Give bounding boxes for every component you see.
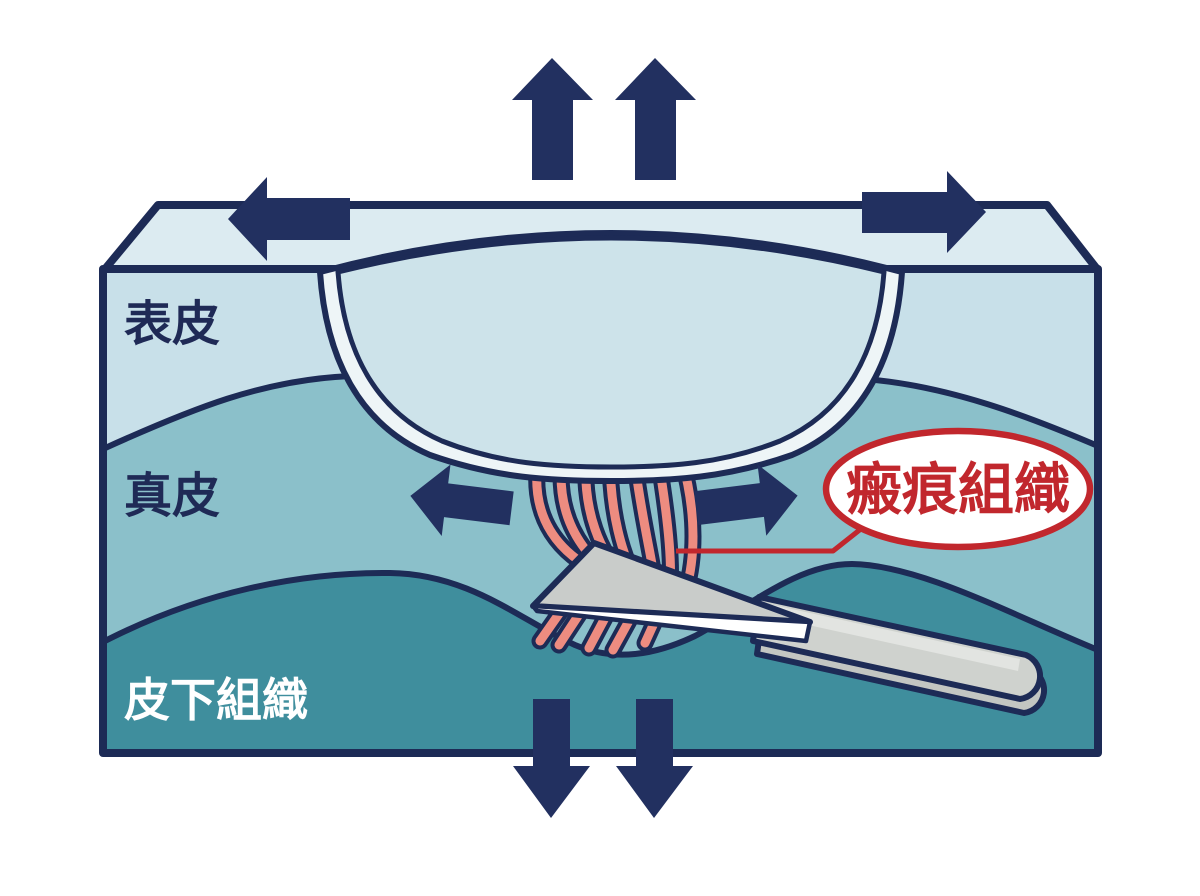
subcision-tool xyxy=(530,540,1048,716)
arrow-inward-right xyxy=(694,464,798,536)
arrow-left-top xyxy=(228,177,350,261)
blade-cutting-edge xyxy=(530,603,813,644)
dermis-subcutaneous-boundary xyxy=(103,561,1098,658)
callout-bubble xyxy=(822,427,1094,551)
layer-subcutaneous xyxy=(103,564,1098,753)
arrow-up-right xyxy=(615,58,696,180)
depressed-scar-crater xyxy=(317,230,905,484)
tension-arrows xyxy=(228,58,986,818)
crater-interior xyxy=(335,235,887,470)
callout-label: 瘢痕組織 xyxy=(846,458,1070,523)
arrow-right-top xyxy=(862,171,986,253)
arrow-down-right xyxy=(616,699,693,818)
label-epidermis: 表皮 xyxy=(124,296,220,352)
arrow-inward-left xyxy=(410,464,514,537)
label-subcutaneous: 皮下組織 xyxy=(124,673,308,727)
handle-highlight xyxy=(758,602,1020,671)
arrow-up-left xyxy=(512,58,593,180)
scar-tissue-callout: 瘢痕組織 xyxy=(822,427,1094,551)
label-dermis: 真皮 xyxy=(124,468,220,524)
arrow-down-left xyxy=(513,699,590,818)
